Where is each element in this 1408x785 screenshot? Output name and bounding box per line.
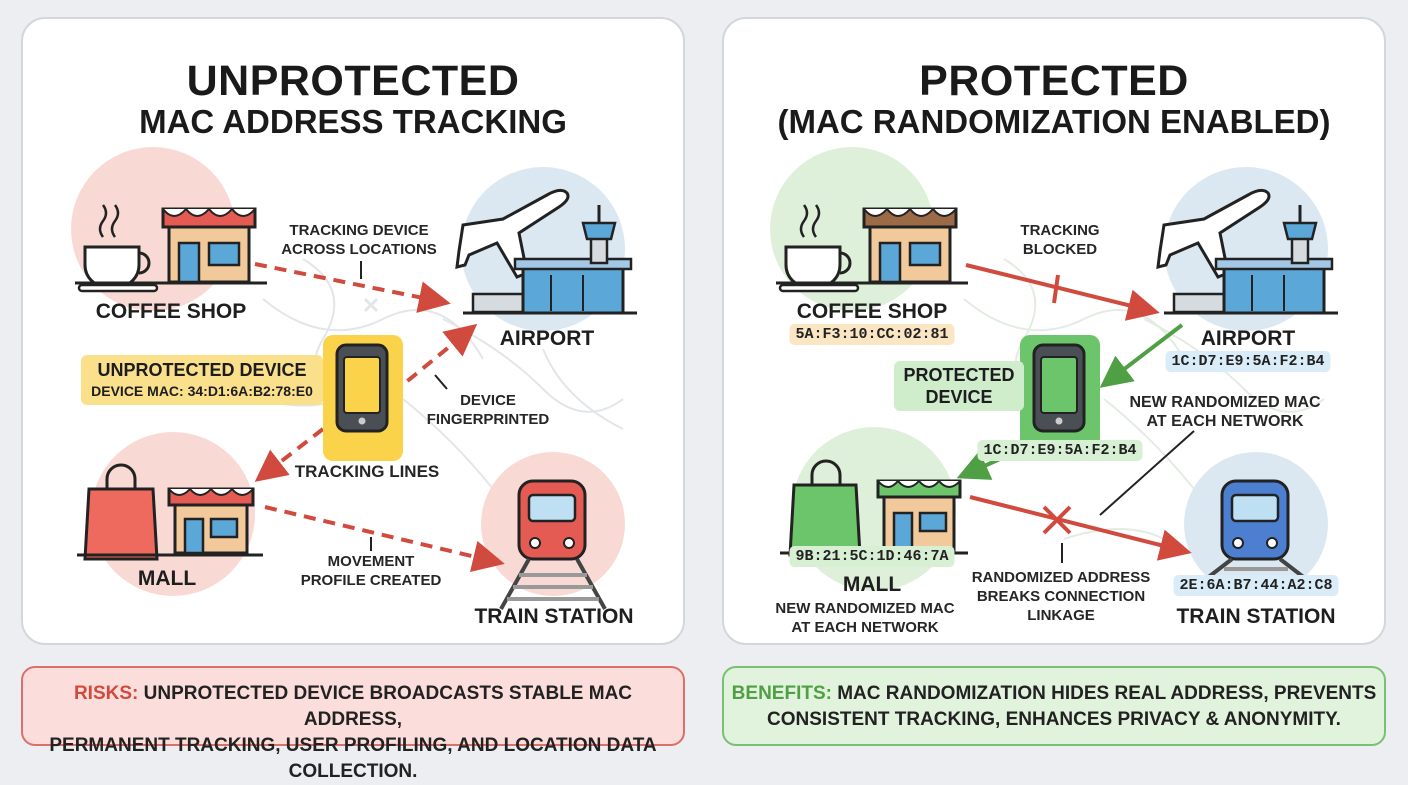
benefits-key: BENEFITS: bbox=[731, 683, 832, 704]
coffee-shop-label: COFFEE SHOP bbox=[796, 300, 948, 323]
right-title-line1: PROTECTED bbox=[919, 57, 1189, 105]
movement-profile-note: MOVEMENT PROFILE CREATED bbox=[300, 553, 442, 589]
risks-box: RISKS: UNPROTECTED DEVICE BROADCASTS STA… bbox=[21, 666, 685, 782]
mall-label: MALL bbox=[137, 567, 197, 590]
benefits-box: BENEFITS: MAC RANDOMIZATION HIDES REAL A… bbox=[722, 666, 1386, 746]
train-station-label: TRAIN STATION bbox=[1176, 605, 1336, 628]
tracking-blocked-note: TRACKING BLOCKED bbox=[1020, 222, 1100, 258]
protected-device-label-2: DEVICE bbox=[925, 387, 993, 407]
tracking-lines-note: TRACKING LINES bbox=[294, 462, 440, 481]
annotation-lines bbox=[360, 261, 448, 551]
unprotected-panel: UNPROTECTED MAC ADDRESS TRACKING COFFEE … bbox=[21, 17, 685, 645]
protected-scene bbox=[770, 147, 1338, 596]
unprotected-phone-icon bbox=[323, 335, 403, 461]
airport-label: AIRPORT bbox=[499, 327, 595, 350]
train-station-mac: 2E:6A:B7:44:A2:C8 bbox=[1173, 575, 1339, 596]
mall-icon bbox=[77, 432, 263, 596]
unprotected-scene bbox=[71, 147, 637, 610]
train-station-label: TRAIN STATION bbox=[474, 605, 634, 628]
protected-panel: PROTECTED (MAC RANDOMIZATION ENABLED) CO… bbox=[722, 17, 1386, 645]
new-mac-network-note: NEW RANDOMIZED MAC AT EACH NETWORK bbox=[1129, 394, 1321, 430]
unprotected-device-mac: DEVICE MAC: 34:D1:6A:B2:78:E0 bbox=[91, 383, 313, 399]
risks-line2: PERMANENT TRACKING, USER PROFILING, AND … bbox=[49, 735, 657, 782]
unprotected-device-badge: UNPROTECTED DEVICE DEVICE MAC: 34:D1:6A:… bbox=[81, 355, 323, 405]
protected-device-badge: PROTECTED DEVICE bbox=[894, 361, 1024, 411]
benefits-line1: MAC RANDOMIZATION HIDES REAL ADDRESS, PR… bbox=[837, 683, 1377, 704]
map-cross-marker bbox=[363, 297, 379, 313]
airport-icon bbox=[1156, 167, 1338, 331]
left-title-line2: MAC ADDRESS TRACKING bbox=[139, 103, 567, 140]
tracking-device-note: TRACKING DEVICE ACROSS LOCATIONS bbox=[281, 222, 437, 258]
airport-mac: 1C:D7:E9:5A:F2:B4 bbox=[1165, 351, 1331, 372]
fingerprinted-note: DEVICE FINGERPRINTED bbox=[426, 392, 550, 428]
benefits-line2: CONSISTENT TRACKING, ENHANCES PRIVACY & … bbox=[767, 709, 1341, 730]
mall-label: MALL bbox=[842, 573, 902, 596]
breaks-linkage-note: RANDOMIZED ADDRESS BREAKS CONNECTION LIN… bbox=[971, 569, 1151, 624]
coffee-shop-label: COFFEE SHOP bbox=[95, 300, 247, 323]
train-station-icon bbox=[481, 452, 625, 610]
mall-mac: 9B:21:5C:1D:46:7A bbox=[789, 546, 955, 567]
coffee-shop-icon bbox=[770, 147, 968, 311]
block-markers bbox=[1042, 274, 1072, 535]
left-title-line1: UNPROTECTED bbox=[186, 57, 520, 105]
coffee-shop-icon bbox=[71, 147, 267, 311]
annotation-lines bbox=[1061, 430, 1195, 563]
blocked-arrows bbox=[965, 263, 1192, 561]
coffee-shop-mac: 5A:F3:10:CC:02:81 bbox=[789, 324, 955, 345]
protected-phone-icon bbox=[1020, 335, 1100, 461]
right-title-line2: (MAC RANDOMIZATION ENABLED) bbox=[777, 103, 1331, 140]
airport-icon bbox=[455, 167, 637, 331]
unprotected-device-label: UNPROTECTED DEVICE bbox=[97, 360, 307, 380]
airport-label: AIRPORT bbox=[1200, 327, 1296, 350]
risks-key: RISKS: bbox=[73, 683, 139, 704]
risks-line1: UNPROTECTED DEVICE BROADCASTS STABLE MAC… bbox=[143, 683, 633, 730]
train-station-icon bbox=[1184, 452, 1328, 596]
protected-device-label-1: PROTECTED bbox=[903, 365, 1015, 385]
mall-new-mac-note: NEW RANDOMIZED MAC AT EACH NETWORK bbox=[775, 600, 955, 636]
device-mac: 1C:D7:E9:5A:F2:B4 bbox=[977, 440, 1143, 461]
